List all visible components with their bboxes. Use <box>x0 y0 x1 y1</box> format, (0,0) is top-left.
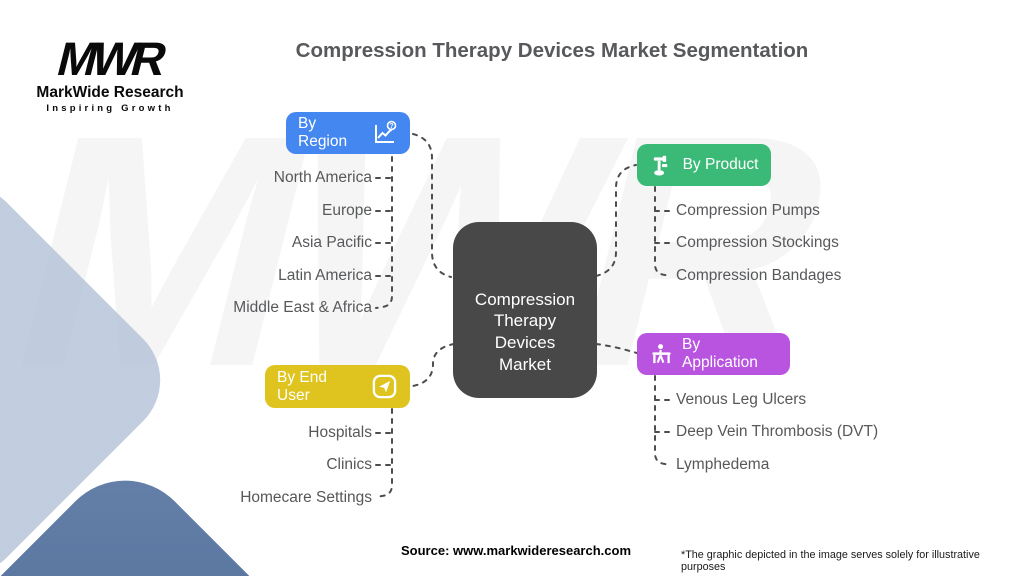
end-user-item: Homecare Settings <box>240 489 372 506</box>
branch-node-by-region-label: By Region <box>298 115 348 150</box>
disclaimer-text: *The graphic depicted in the image serve… <box>681 549 980 573</box>
branch-node-by-end-user: By End User <box>265 365 410 408</box>
application-item: Deep Vein Thrombosis (DVT) <box>676 423 879 440</box>
region-item: Europe <box>322 202 372 219</box>
region-item: Middle East & Africa <box>233 299 372 316</box>
branch-node-by-region: By Region ? <box>286 112 410 154</box>
logo-tagline: Inspiring Growth <box>46 103 174 115</box>
region-item: Asia Pacific <box>291 234 372 251</box>
branch-node-by-product-label: By Product <box>682 156 759 173</box>
source-text: Source: www.markwideresearch.com <box>401 543 632 558</box>
logo-name: MarkWide Research <box>36 84 184 102</box>
branch-node-by-product: By Product <box>637 144 771 186</box>
end-user-item: Clinics <box>326 456 372 473</box>
branch-node-by-application: By Application <box>637 333 790 375</box>
product-item: Compression Bandages <box>676 267 842 284</box>
svg-text:?: ? <box>389 123 393 130</box>
region-item: North America <box>273 169 372 186</box>
branch-node-by-end-user-label: By End User <box>277 368 327 404</box>
application-item: Venous Leg Ulcers <box>676 391 807 408</box>
send-icon <box>372 374 397 399</box>
region-item: Latin America <box>278 267 372 284</box>
product-item: Compression Stockings <box>676 234 839 251</box>
branch-node-by-application-label: By Application <box>682 336 758 371</box>
hierarchy-icon <box>653 155 667 175</box>
person-desk-icon <box>652 343 671 363</box>
page-title: Compression Therapy Devices Market Segme… <box>295 39 809 62</box>
central-market-node: Compression Therapy Devices Market <box>453 222 597 398</box>
line-chart-question-icon: ? <box>375 120 397 143</box>
application-item: Lymphedema <box>676 456 770 473</box>
markwide-logo: MWR MarkWide Research Inspiring Growth <box>28 32 192 115</box>
end-user-item: Hospitals <box>308 424 372 441</box>
logo-acronym: MWR <box>52 32 168 85</box>
product-item: Compression Pumps <box>676 202 820 219</box>
